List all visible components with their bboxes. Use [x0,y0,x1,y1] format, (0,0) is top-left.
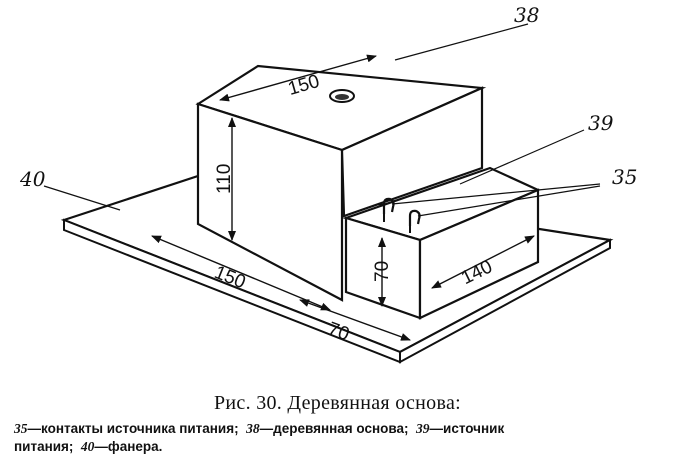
legend-num: 39 [416,421,430,436]
callout-38: 38 [514,3,539,27]
legend-text: —деревянная основа; [259,421,409,436]
legend-line-2: питания; 40—фанера. [14,438,664,456]
dim-small-height: 70 [372,261,393,282]
isometric-drawing: 150 110 150 70 70 140 38 39 35 40 [19,3,637,364]
legend-num: 35 [14,421,28,436]
callout-39: 39 [588,111,614,135]
legend-text: —источник [429,421,505,436]
legend-text: —контакты источника питания; [27,421,239,436]
figure-caption-title: Рис. 30. Деревянная основа: [214,392,461,414]
power-contacts [382,197,421,233]
callout-leaders [43,23,601,217]
callout-35: 35 [612,165,637,189]
callout-40: 40 [19,167,46,191]
dimension-lines [151,54,535,341]
legend-text: питания; [14,439,74,454]
figure-legend: 35—контакты источника питания; 38—деревя… [14,420,664,456]
legend-line-1: 35—контакты источника питания; 38—деревя… [14,420,664,438]
legend-num: 38 [246,421,260,436]
legend-text: —фанера. [94,439,163,454]
dim-large-height: 110 [214,164,235,194]
legend-num: 40 [80,439,95,454]
